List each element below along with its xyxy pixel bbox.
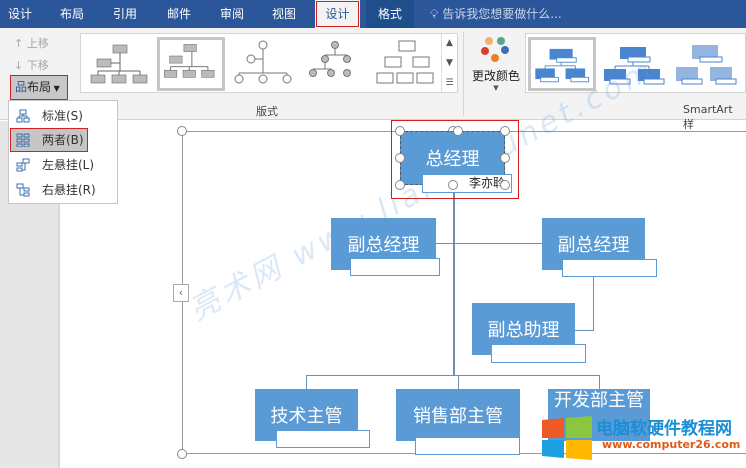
brand-logo: 电脑软硬件教程网 www.computer26.com: [540, 412, 746, 468]
node-child-2-name[interactable]: [415, 437, 520, 455]
connector: [599, 375, 600, 389]
rotate-handle[interactable]: [453, 126, 463, 136]
node-root-name[interactable]: 李亦聆: [422, 174, 512, 193]
connector: [306, 375, 307, 389]
tab-references[interactable]: 引用: [113, 7, 138, 21]
node-child-3[interactable]: 开发部主管: [548, 389, 650, 441]
ribbon-tab-bar: 设计 布局 引用 邮件 审阅 视图 设计 格式 💡︎ 告诉我您想要做什么...: [0, 0, 746, 28]
node-handle[interactable]: [395, 153, 405, 163]
org-right-hanging-icon: [16, 183, 30, 197]
smartart-styles-gallery: [525, 33, 746, 93]
layout-option-3[interactable]: [229, 37, 297, 91]
node-child-1-name[interactable]: [276, 430, 370, 448]
node-assistant-3-name[interactable]: [491, 344, 586, 363]
node-handle[interactable]: [395, 126, 405, 136]
org-left-hanging-icon: [16, 158, 30, 172]
menu-item-both[interactable]: 两者(B): [10, 128, 88, 152]
menu-item-right-hanging[interactable]: 右悬挂(R): [10, 178, 117, 202]
node-handle[interactable]: [500, 180, 510, 190]
group-divider: [463, 32, 464, 116]
layout-option-2-selected[interactable]: [157, 37, 225, 91]
tab-design-doc[interactable]: 设计: [8, 7, 33, 21]
tab-smartart-design[interactable]: 设计: [315, 0, 360, 28]
frame-handle[interactable]: [177, 449, 187, 459]
node-assistant-2-name[interactable]: [562, 259, 657, 277]
org-standard-icon: [16, 109, 30, 123]
tell-me-search[interactable]: 💡︎ 告诉我您想要做什么...: [430, 7, 562, 21]
frame-handle[interactable]: [177, 126, 187, 136]
connector: [458, 375, 459, 389]
gallery-scroll-up[interactable]: ▲: [441, 34, 457, 53]
menu-item-left-hanging[interactable]: 左悬挂(L): [10, 153, 117, 177]
layout-dropdown-menu: 标准(S) 两者(B) 左悬挂(L) 右悬挂(R): [8, 100, 118, 204]
tab-mailings[interactable]: 邮件: [167, 7, 192, 21]
smartart-styles-group-label: SmartArt 样: [683, 103, 733, 131]
style-option-3[interactable]: [672, 37, 740, 91]
change-colors-button[interactable]: 更改颜色 ▼: [468, 34, 524, 114]
gallery-scroll-down[interactable]: ▼: [441, 54, 457, 73]
layout-option-4[interactable]: [301, 37, 369, 91]
color-palette-icon: [481, 37, 509, 62]
node-handle[interactable]: [500, 153, 510, 163]
connector: [575, 330, 594, 331]
layout-option-1[interactable]: [85, 37, 153, 91]
chevron-down-icon: ▼: [493, 84, 499, 92]
brand-text: 电脑软硬件教程网: [596, 419, 732, 439]
org-chart-icon: 品: [15, 80, 28, 94]
connector: [436, 243, 542, 244]
tab-review[interactable]: 审阅: [220, 7, 245, 21]
gallery-more[interactable]: ☰: [441, 74, 457, 93]
arrow-up-icon: ↑: [14, 37, 27, 50]
layout-option-5[interactable]: [373, 37, 441, 91]
layout-gallery: ▲ ▼ ☰: [80, 33, 458, 93]
connector: [306, 375, 600, 376]
tab-layout[interactable]: 布局: [60, 7, 85, 21]
windows-logo-icon: [542, 416, 592, 460]
tab-format[interactable]: 格式: [366, 0, 414, 28]
node-assistant-1-name[interactable]: [350, 258, 440, 276]
brand-url: www.computer26.com: [602, 438, 741, 451]
arrow-down-icon: ↓: [14, 59, 27, 72]
menu-item-standard[interactable]: 标准(S): [10, 104, 117, 128]
chevron-down-icon: ▼: [51, 84, 60, 93]
connector: [593, 270, 594, 330]
node-handle[interactable]: [395, 180, 405, 190]
node-handle[interactable]: [500, 126, 510, 136]
selected-node-highlight: [391, 120, 519, 199]
tab-view[interactable]: 视图: [272, 7, 297, 21]
lightbulb-icon: 💡︎: [430, 7, 443, 21]
layouts-group-label: 版式: [256, 105, 278, 118]
style-option-1-selected[interactable]: [528, 37, 596, 91]
node-child-2[interactable]: 销售部主管: [396, 389, 520, 441]
connector: [453, 190, 455, 375]
style-option-2[interactable]: [600, 37, 668, 91]
layout-dropdown-button[interactable]: 品布局 ▼: [10, 75, 68, 100]
move-up-button[interactable]: ↑ 上移: [14, 37, 49, 50]
move-down-button[interactable]: ↓ 下移: [14, 59, 49, 72]
org-both-icon: [16, 133, 30, 147]
node-handle[interactable]: [448, 180, 458, 190]
text-pane-toggle[interactable]: ‹: [173, 284, 189, 302]
